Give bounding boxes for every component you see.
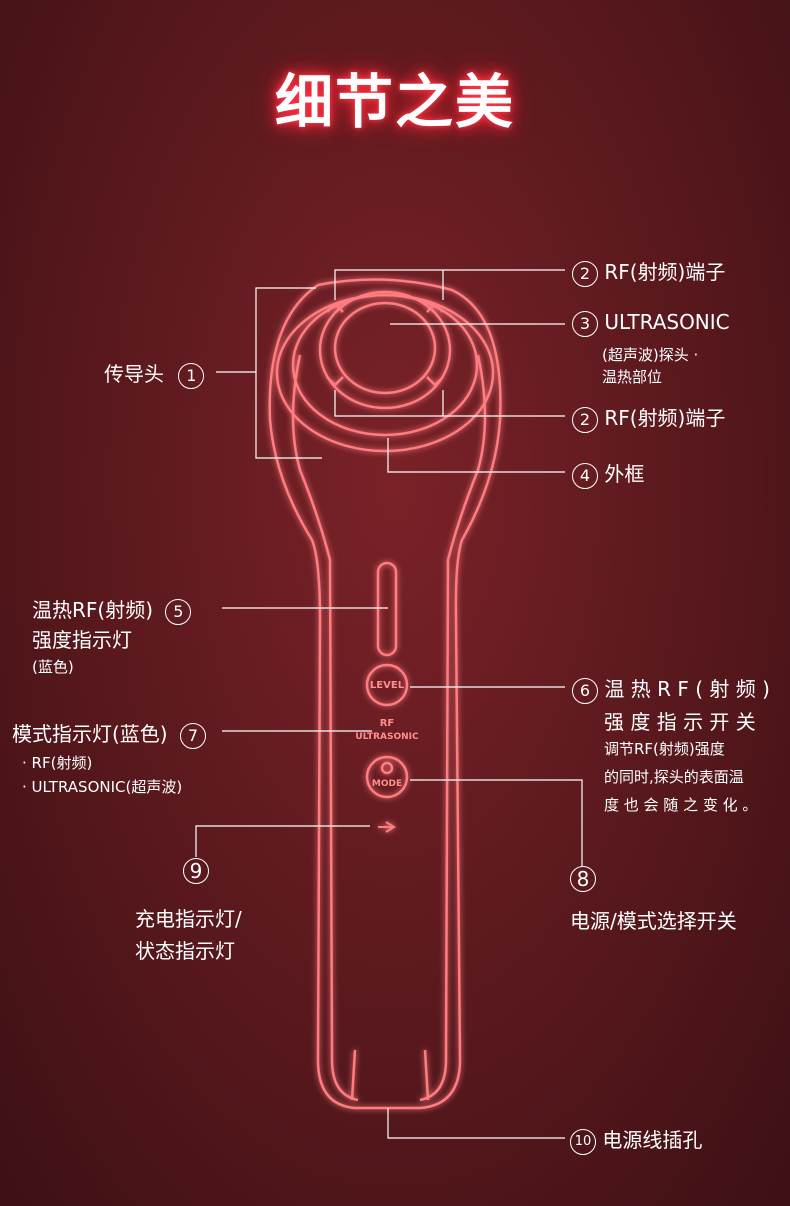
label-charge-indicator-line1: 充电指示灯/ <box>135 907 242 931</box>
label-rf-switch-line2: 强 度 指 示 开 关 <box>604 710 756 734</box>
callout-number: 2 <box>572 406 598 433</box>
label-mode-indicator: 模式指示灯(蓝色) 7 <box>12 718 206 749</box>
callout-number: 5 <box>165 598 192 625</box>
label-charge-indicator-number: 9 <box>183 858 209 884</box>
callout-number: 9 <box>183 858 209 884</box>
label-ultrasonic-sub1: (超声波)探头 · <box>602 346 699 364</box>
label-mode-item-rf: · RF(射频) <box>22 754 93 772</box>
charge-indicator-icon <box>378 821 396 833</box>
mode-ultrasonic-label: ULTRASONIC <box>355 732 419 742</box>
page-title: 细节之美 <box>274 68 515 136</box>
callout-number: 8 <box>570 866 596 892</box>
label-power-switch: 电源/模式选择开关 <box>570 909 737 933</box>
label-rf-switch: 6 温 热 R F ( 射 频 ) <box>572 673 770 704</box>
label-rf-indicator-line2: 强度指示灯 <box>32 628 132 652</box>
callout-number: 10 <box>570 1128 596 1155</box>
callout-number: 2 <box>572 260 598 287</box>
callout-number: 3 <box>572 310 598 337</box>
callout-number: 4 <box>572 462 598 489</box>
callout-number: 6 <box>572 677 598 704</box>
label-power-jack: 10 电源线插孔 <box>570 1124 702 1155</box>
level-button-label: LEVEL <box>369 680 405 691</box>
label-rf-switch-desc1: 调节RF(射频)强度 <box>604 740 725 758</box>
device-outline <box>268 278 502 1110</box>
label-rf-indicator: 温热RF(射频) 5 <box>32 594 192 625</box>
probe-head <box>318 290 452 410</box>
label-mode-item-ultrasonic: · ULTRASONIC(超声波) <box>22 778 183 796</box>
label-ultrasonic-sub2: 温热部位 <box>602 368 663 386</box>
mode-button <box>365 755 409 799</box>
label-rf-indicator-line3: (蓝色) <box>32 658 74 676</box>
label-rf-terminal-bottom: 2 RF(射频)端子 <box>572 402 725 433</box>
callout-number: 7 <box>179 722 206 749</box>
outer-frame <box>275 293 495 453</box>
label-conductive-head: 传导头 1 <box>104 358 205 389</box>
label-rf-switch-desc3: 度 也 会 随 之 变 化 。 <box>604 796 758 814</box>
callout-number: 1 <box>178 362 205 389</box>
label-charge-indicator-line2: 状态指示灯 <box>135 939 235 963</box>
mode-button-label: MODE <box>371 779 403 789</box>
label-outer-frame: 4 外框 <box>572 458 644 489</box>
label-power-switch-number: 8 <box>570 866 596 892</box>
label-rf-terminal-top: 2 RF(射频)端子 <box>572 256 725 287</box>
label-ultrasonic: 3 ULTRASONIC <box>572 310 730 337</box>
level-button <box>365 663 409 707</box>
mode-rf-label: RF <box>379 718 395 729</box>
rf-level-indicator <box>376 561 398 657</box>
label-rf-switch-desc2: 的同时,探头的表面温 <box>604 768 744 786</box>
